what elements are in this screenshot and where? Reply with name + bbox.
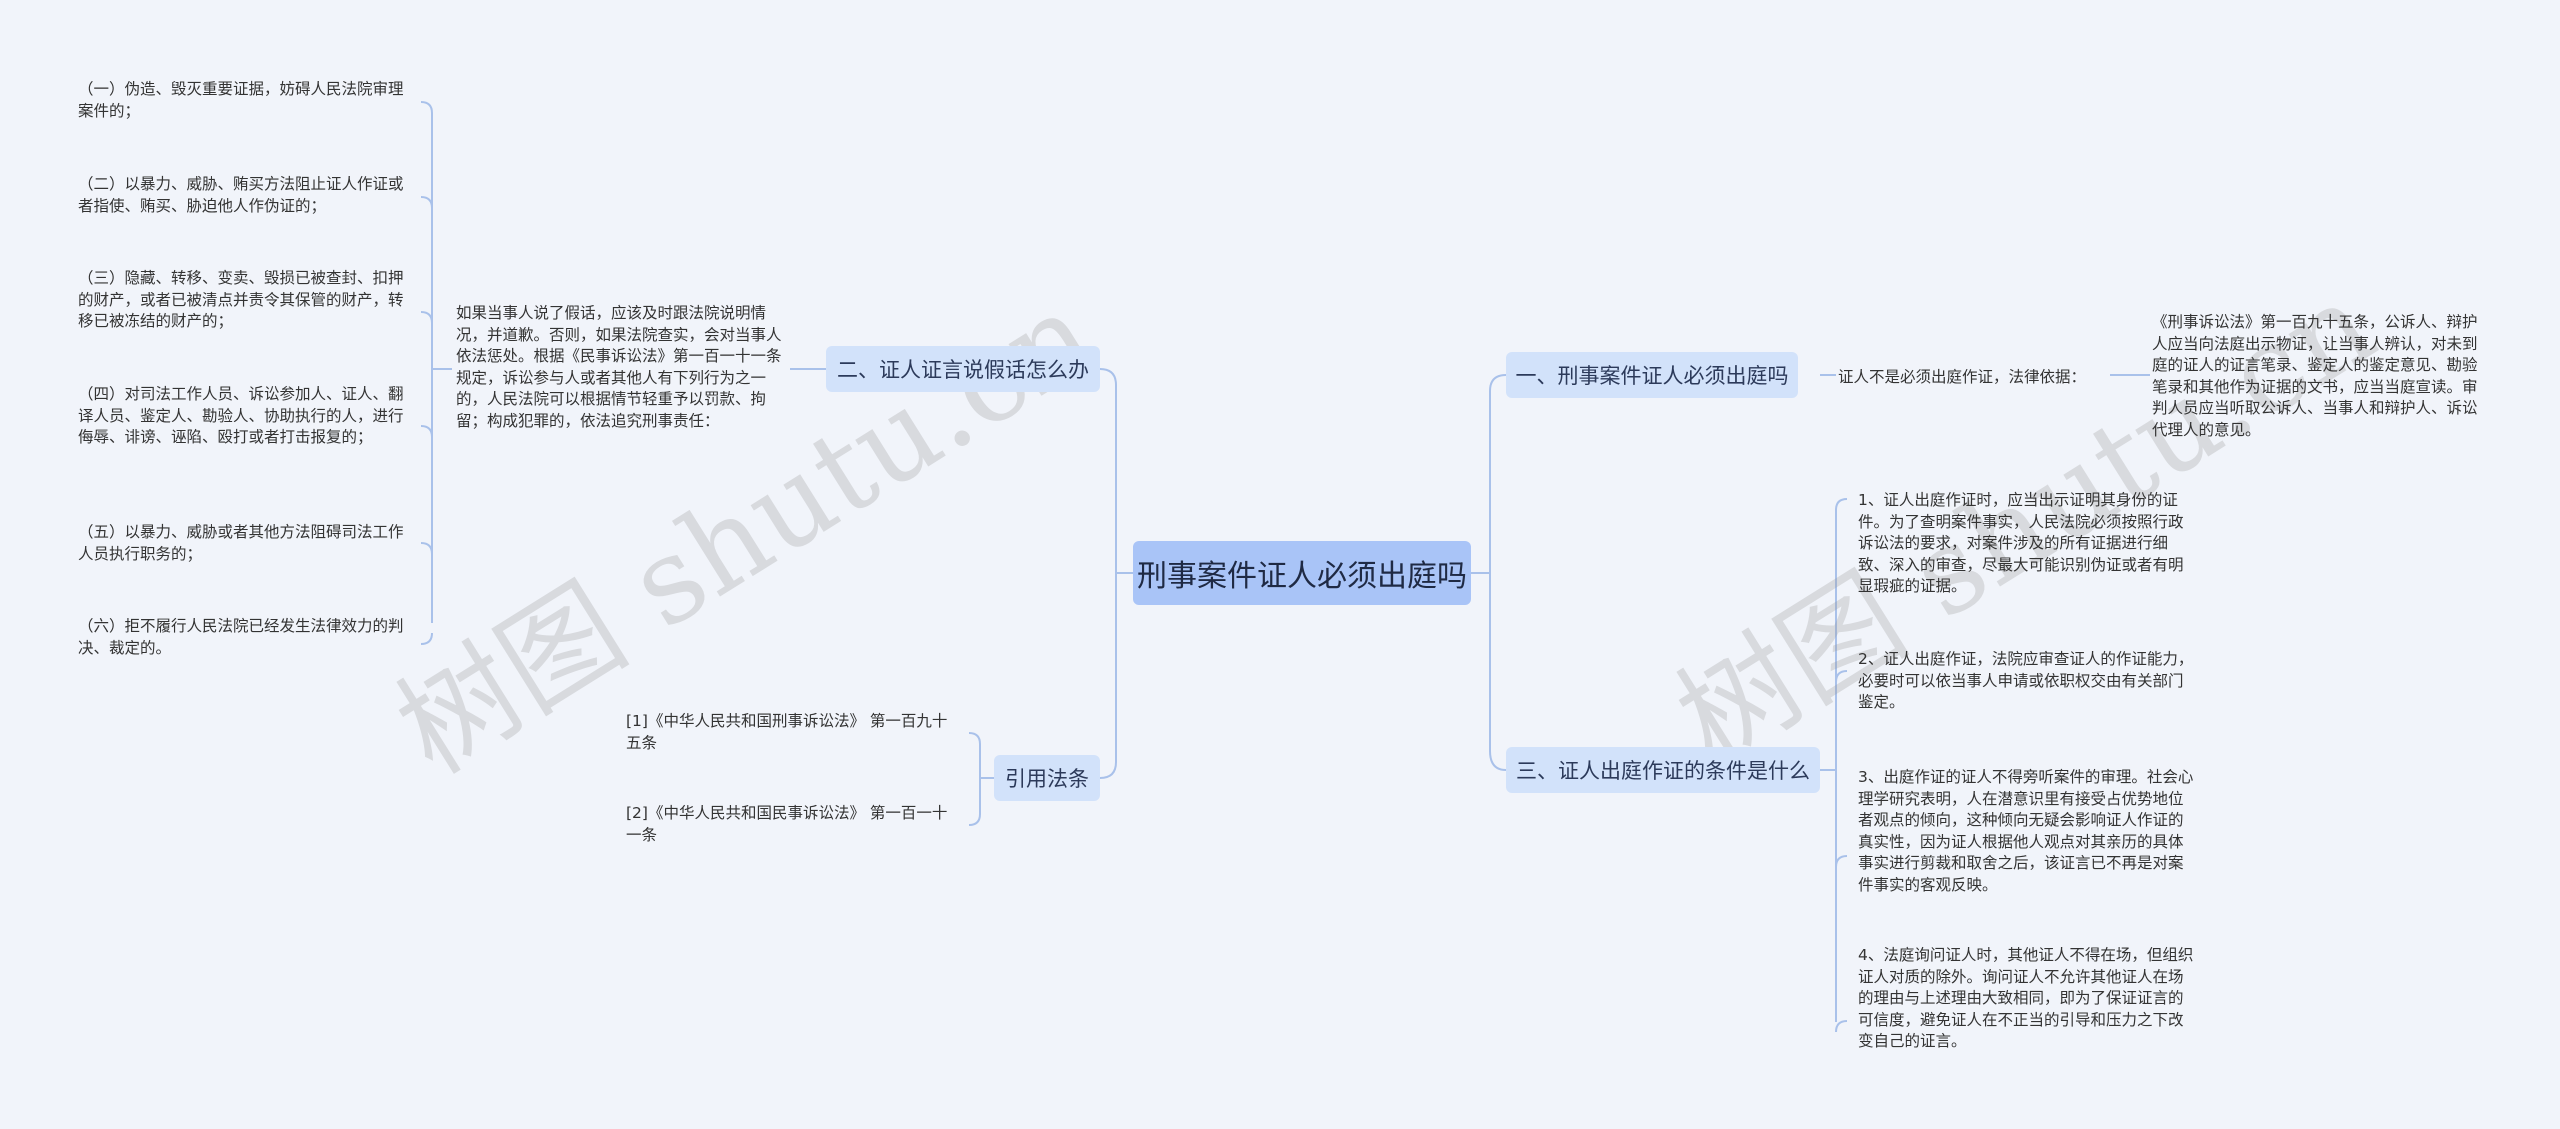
cited-law-1: [1]《中华人民共和国刑事诉讼法》 第一百九十五条 (626, 712, 948, 752)
penalty-item-6: （六）拒不履行人民法院已经发生法律效力的判决、裁定的。 (78, 617, 404, 657)
branch-must-appear-detail: 《刑事诉讼法》第一百九十五条，公诉人、辩护人应当向法庭出示物证，让当事人辨认，对… (2152, 313, 2478, 439)
branch-must-appear[interactable]: 一、刑事案件证人必须出庭吗 (1506, 352, 1798, 398)
penalty-item-2: （二）以暴力、威胁、贿买方法阻止证人作证或者指使、贿买、胁迫他人作伪证的； (78, 175, 404, 215)
branch-cited-laws[interactable]: 引用法条 (994, 755, 1100, 801)
branch-must-appear-note: 证人不是必须出庭作证，法律依据： (1838, 368, 2087, 386)
penalty-item-5: （五）以暴力、威胁或者其他方法阻碍司法工作人员执行职务的； (78, 523, 404, 563)
penalty-item-3: （三）隐藏、转移、变卖、毁损已被查封、扣押的财产，或者已被清点并责令其保管的财产… (78, 269, 404, 330)
condition-item-4: 4、法庭询问证人时，其他证人不得在场，但组织证人对质的除外。询问证人不允许其他证… (1858, 946, 2194, 1050)
condition-item-3: 3、出庭作证的证人不得旁听案件的审理。社会心理学研究表明，人在潜意识里有接受占优… (1858, 768, 2194, 894)
penalty-item-1: （一）伪造、毁灭重要证据，妨碍人民法院审理案件的； (78, 80, 404, 120)
branch-false-testimony[interactable]: 二、证人证言说假话怎么办 (826, 346, 1100, 392)
branch-conditions[interactable]: 三、证人出庭作证的条件是什么 (1506, 747, 1820, 793)
false-testimony-summary: 如果当事人说了假话，应该及时跟法院说明情况，并道歉。否则，如果法院查实，会对当事… (456, 304, 782, 430)
root-topic[interactable]: 刑事案件证人必须出庭吗 (1133, 541, 1471, 605)
cited-law-2: [2]《中华人民共和国民事诉讼法》 第一百一十一条 (626, 804, 948, 844)
condition-item-1: 1、证人出庭作证时，应当出示证明其身份的证件。为了查明案件事实，人民法院必须按照… (1858, 491, 2184, 595)
penalty-item-4: （四）对司法工作人员、诉讼参加人、证人、翻译人员、鉴定人、勘验人、协助执行的人，… (78, 385, 404, 446)
condition-item-2: 2、证人出庭作证，法院应审查证人的作证能力，必要时可以依当事人申请或依职权交由有… (1858, 650, 2194, 711)
